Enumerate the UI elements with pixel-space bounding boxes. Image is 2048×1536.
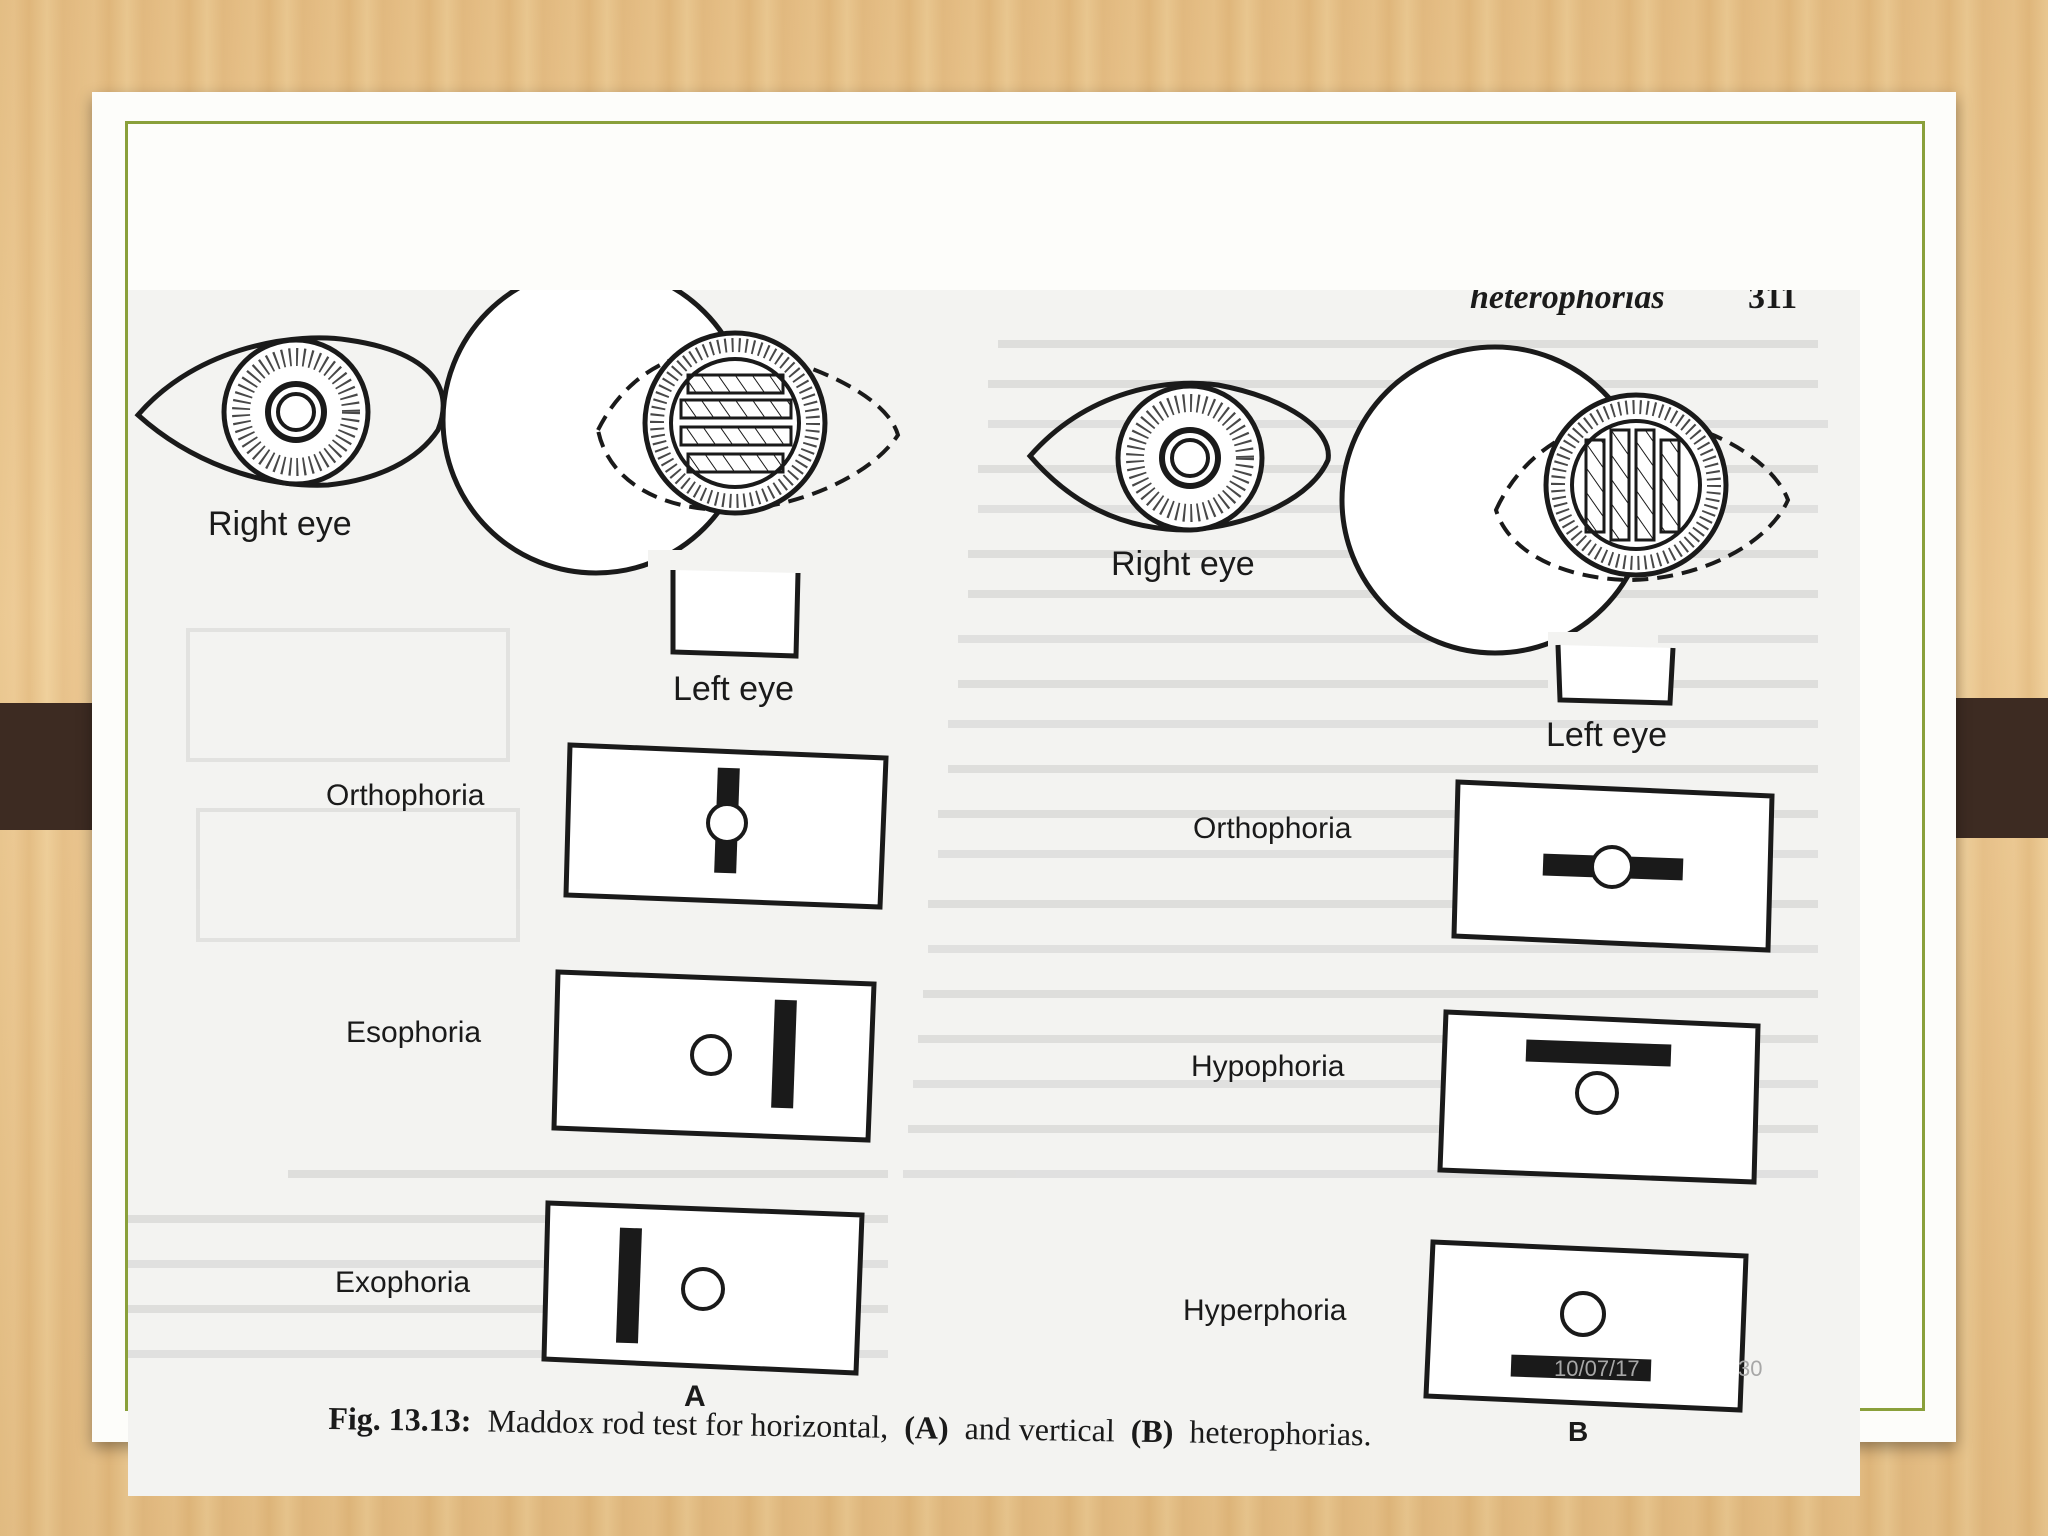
footer-slide-number: 30: [1738, 1356, 1763, 1381]
caption-end: heterophorias.: [1189, 1414, 1372, 1453]
panel-a-orthophoria-box: [563, 742, 889, 910]
caption-panel-a: (A): [904, 1409, 949, 1446]
panel-b-orthophoria-box: [1451, 779, 1775, 953]
page-number: 311: [1748, 290, 1797, 316]
caption-number: Fig. 13.13:: [328, 1400, 472, 1438]
panel-a-left-eye-maddox-rod: [440, 290, 901, 659]
panel-a-test-3-label: Exophoria: [335, 1266, 470, 1299]
scanned-figure: heterophorias 311 Right eye Left eye Or: [128, 290, 1860, 1496]
page-header-fragment: heterophorias: [1470, 290, 1665, 316]
panel-b-hypophoria-box: [1437, 1009, 1761, 1185]
panel-b-test-1-label: Orthophoria: [1193, 812, 1352, 845]
panel-b-hyperphoria-box: [1423, 1239, 1749, 1413]
panel-a-test-2-label: Esophoria: [346, 1016, 481, 1049]
figure-drawing: heterophorias 311 Right eye Left eye Or: [128, 290, 1828, 1452]
panel-a-letter: A: [684, 1380, 706, 1413]
panel-a-test-1-label: Orthophoria: [326, 779, 485, 812]
panel-a-left-eye-label: Left eye: [673, 670, 794, 708]
caption-text: Maddox rod test for horizontal,: [487, 1403, 888, 1445]
panel-b-left-eye-label: Left eye: [1546, 716, 1667, 754]
panel-b-test-2-label: Hypophoria: [1191, 1050, 1345, 1083]
panel-b-letter: B: [1568, 1416, 1588, 1447]
footer-date: 10/07/17: [1554, 1356, 1640, 1381]
figure-caption: Fig. 13.13: Maddox rod test for horizont…: [328, 1400, 1372, 1452]
panel-b-left-eye-maddox-rod: [1339, 344, 1791, 712]
caption-panel-b: (B): [1130, 1413, 1173, 1450]
figure-caption-text: Fig. 13.13: Maddox rod test for horizont…: [328, 1400, 1372, 1452]
caption-mid: and vertical: [964, 1410, 1115, 1448]
panel-a-right-eye-label: Right eye: [208, 505, 352, 543]
panel-a-right-eye: [134, 335, 446, 488]
panel-a-exophoria-box: [541, 1200, 865, 1376]
panel-b-right-eye-label: Right eye: [1111, 545, 1255, 583]
panel-a-esophoria-box: [551, 969, 877, 1143]
panel-b-right-eye: [1026, 380, 1331, 533]
panel-b-test-3-label: Hyperphoria: [1183, 1294, 1347, 1327]
